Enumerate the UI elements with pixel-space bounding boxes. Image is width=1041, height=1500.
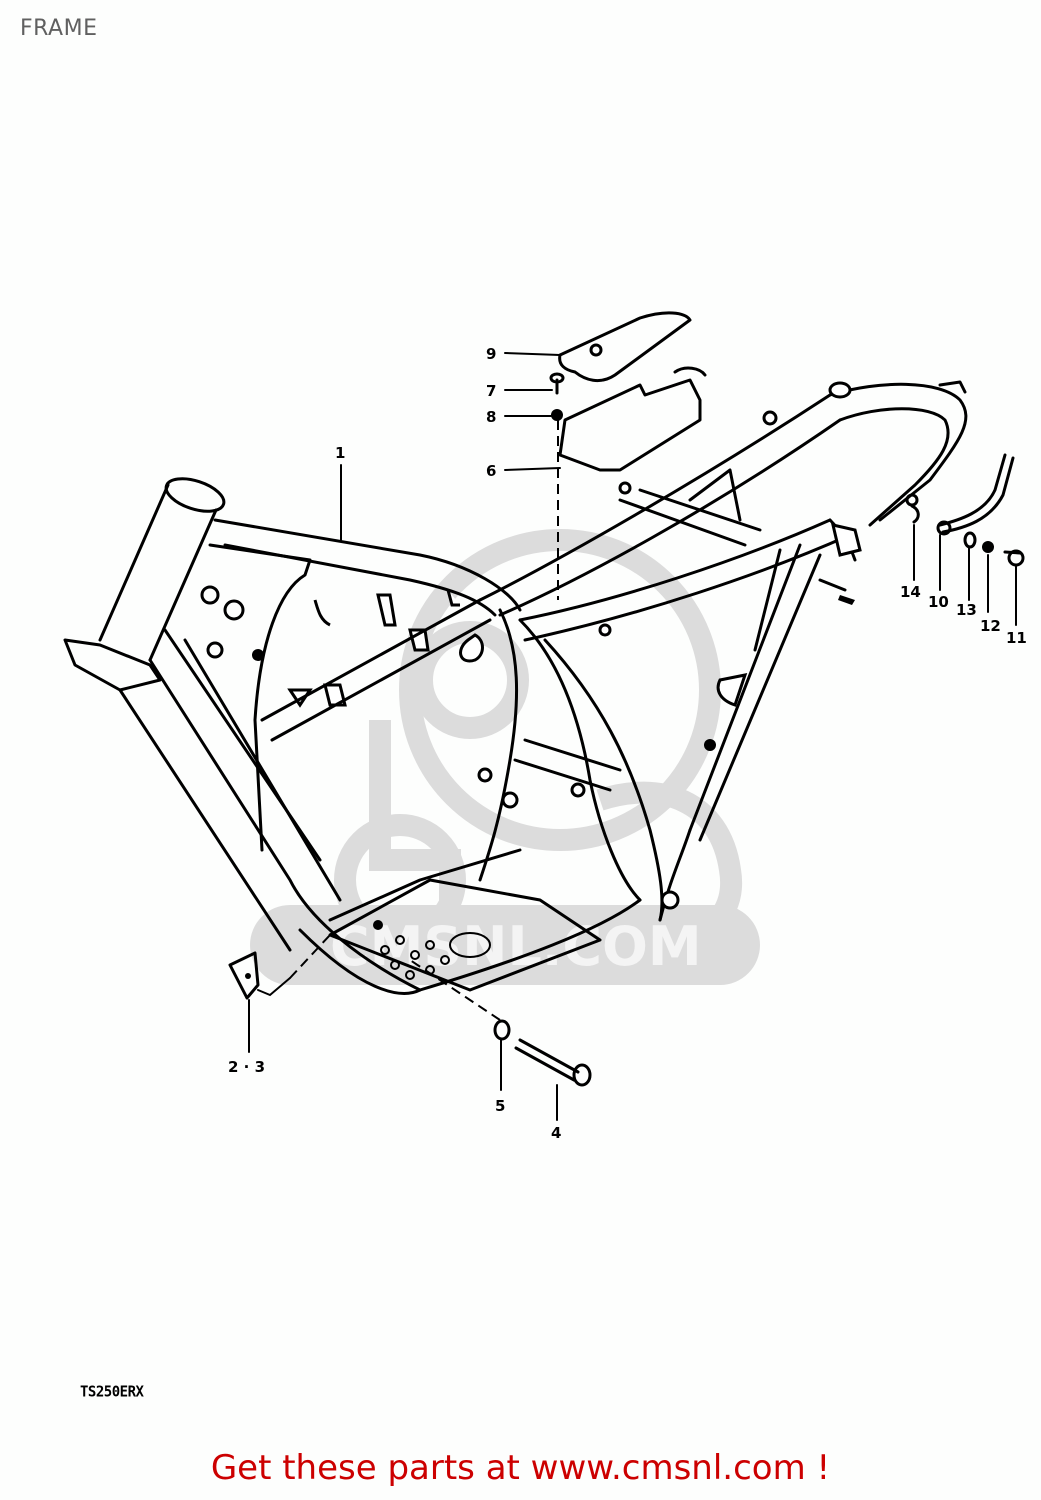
part-9-seat-bracket <box>558 311 692 383</box>
skid-plate-holes <box>373 920 491 980</box>
callout-9: 9 <box>486 345 496 363</box>
part-10-rear-brace <box>936 453 1015 536</box>
callout-14: 14 <box>900 583 921 601</box>
callout-10: 10 <box>928 593 949 611</box>
part-14-clip <box>905 493 920 524</box>
leader-lines <box>248 352 1017 1121</box>
callout-6: 6 <box>486 462 496 480</box>
callout-12: 12 <box>980 617 1001 635</box>
callout-7: 7 <box>486 382 496 400</box>
part-8-washer <box>551 409 563 421</box>
part-2-3-plate <box>228 934 331 1000</box>
part-4-bolt <box>514 1038 592 1087</box>
model-code: TS250ERX <box>80 1383 144 1401</box>
callout-13: 13 <box>956 601 977 619</box>
callout-1: 1 <box>335 444 345 462</box>
frame-illustration <box>63 380 968 995</box>
part-11-bolt <box>1003 549 1025 567</box>
page-title: FRAME <box>20 16 98 41</box>
callout-labels: 1 2 · 3 4 5 6 7 8 9 10 11 12 13 14 <box>228 345 1027 1142</box>
callout-8: 8 <box>486 408 496 426</box>
cmsnl-link[interactable]: Get these parts at www.cmsnl.com ! <box>210 1448 831 1488</box>
callout-5: 5 <box>495 1097 505 1115</box>
watermark-logo: CMSNL.COM <box>250 529 760 985</box>
part-7-screw <box>549 372 565 395</box>
part-13-washer <box>963 531 977 549</box>
callout-4: 4 <box>551 1124 561 1142</box>
part-5-nut <box>409 959 511 1041</box>
part-6-battery-holder <box>558 366 707 472</box>
callout-2-3: 2 · 3 <box>228 1058 265 1076</box>
part-12-washer <box>982 541 994 553</box>
footer-cta: Get these parts at www.cmsnl.com ! <box>0 1448 1041 1488</box>
callout-11: 11 <box>1006 629 1027 647</box>
